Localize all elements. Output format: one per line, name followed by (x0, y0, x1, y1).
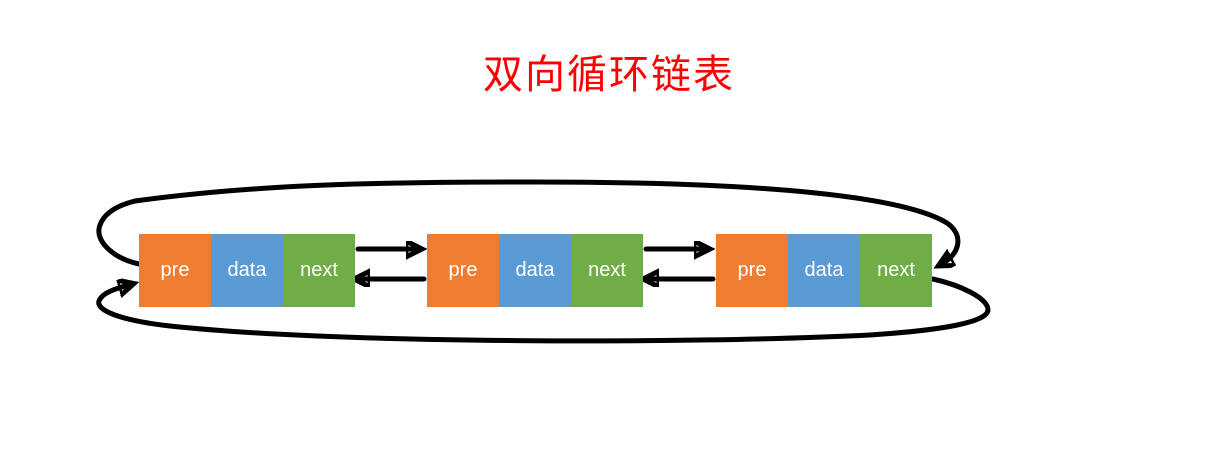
node-3-next-cell: next (860, 234, 932, 307)
node-2-data-cell: data (499, 234, 571, 307)
node-3-pre-cell: pre (716, 234, 788, 307)
node-3: pre data next (716, 234, 932, 307)
node-2-next-cell: next (571, 234, 643, 307)
node-3-data-cell: data (788, 234, 860, 307)
tail-next-to-head-loop-arrow (96, 276, 991, 344)
node-2-pre-cell: pre (427, 234, 499, 307)
node-1: pre data next (139, 234, 355, 307)
node-1-pre-cell: pre (139, 234, 211, 307)
node-1-next-cell: next (283, 234, 355, 307)
node-2: pre data next (427, 234, 643, 307)
diagram-title: 双向循环链表 (483, 53, 735, 97)
head-pre-to-tail-loop-arrow (96, 179, 961, 265)
node-1-data-cell: data (211, 234, 283, 307)
